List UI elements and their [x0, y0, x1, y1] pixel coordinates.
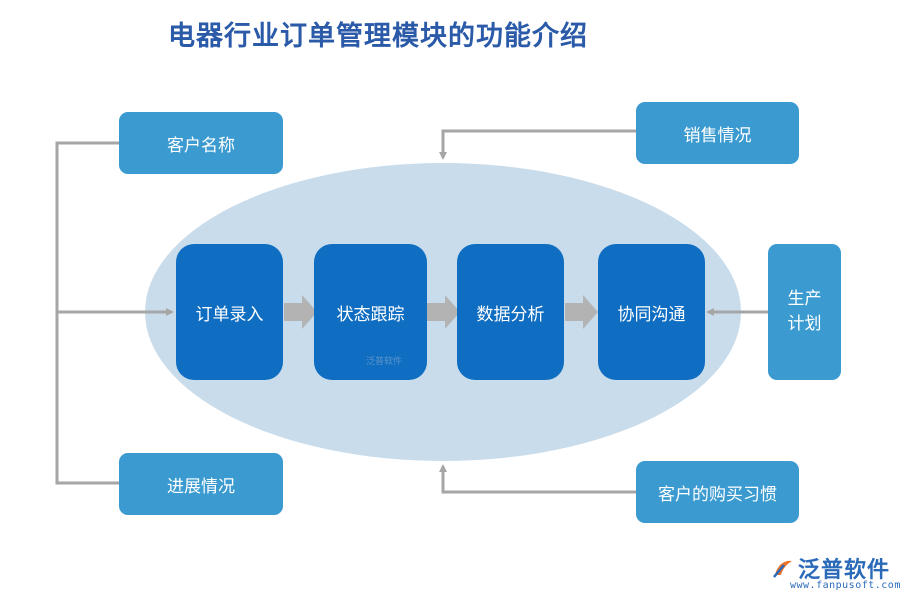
- sales-connector: [439, 129, 636, 160]
- progress-box: 进展情况: [119, 453, 283, 515]
- step-collaboration: 协同沟通: [598, 244, 705, 380]
- habits-connector: [439, 464, 636, 494]
- watermark: 泛普软件: [366, 357, 403, 367]
- customer-name-box: 客户名称: [119, 112, 283, 174]
- step-label: 数据分析: [476, 304, 545, 325]
- step-arrow-3: [565, 295, 598, 329]
- step-label: 状态跟踪: [336, 304, 405, 325]
- page-title: 电器行业订单管理模块的功能介绍: [168, 21, 588, 52]
- brand-logo: 泛普软件: [772, 552, 890, 584]
- step-status-tracking: 状态跟踪: [314, 244, 427, 380]
- step-label: 订单录入: [195, 304, 264, 325]
- production-plan-box: 生产 计划: [768, 244, 841, 380]
- customer-name-label: 客户名称: [167, 135, 235, 156]
- brand-name: 泛普软件: [798, 558, 891, 583]
- buying-habits-label: 客户的购买习惯: [658, 484, 777, 505]
- step-order-entry: 订单录入: [176, 244, 283, 380]
- step-label: 协同沟通: [617, 304, 686, 325]
- brand-logo-icon: [773, 560, 792, 578]
- step-arrow-2: [427, 295, 460, 329]
- brand-url: www.fanpusoft.com: [790, 580, 900, 591]
- buying-habits-box: 客户的购买习惯: [636, 461, 799, 523]
- step-data-analysis: 数据分析: [457, 244, 564, 380]
- sales-box: 销售情况: [636, 102, 799, 164]
- step-arrow-1: [284, 295, 317, 329]
- production-plan-label: 生产 计划: [787, 289, 822, 334]
- sales-label: 销售情况: [683, 125, 752, 146]
- progress-label: 进展情况: [167, 476, 235, 497]
